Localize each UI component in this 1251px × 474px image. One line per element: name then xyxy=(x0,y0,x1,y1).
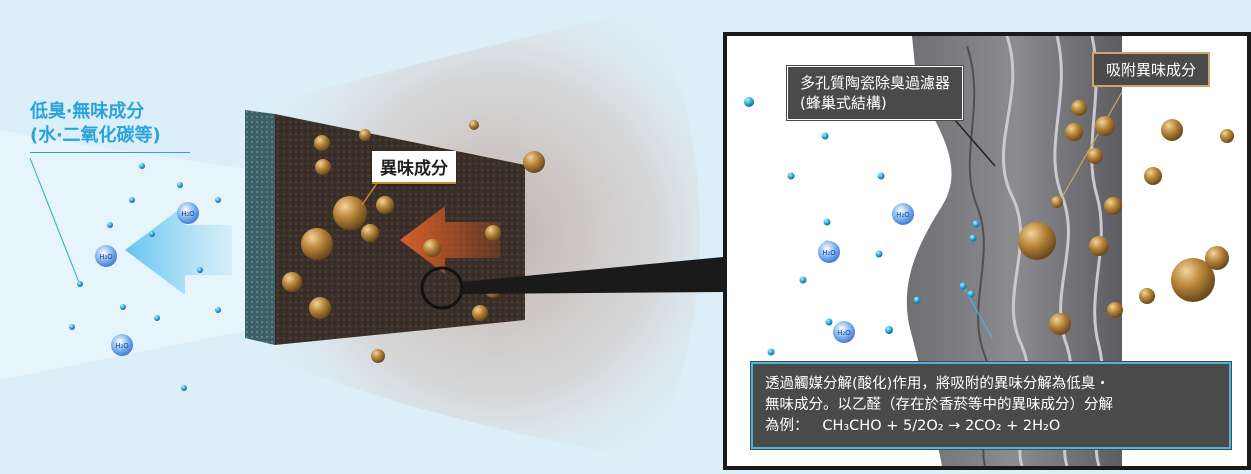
low-odor-title: 低臭‧無味成分 xyxy=(30,101,145,122)
filter-label-box: 多孔質陶瓷除臭過濾器 (蜂巢式結構) xyxy=(787,66,964,120)
filter-label-subtitle: (蜂巢式結構) xyxy=(800,94,887,112)
svg-text:H₂O: H₂O xyxy=(896,211,910,219)
equation-plus: + xyxy=(881,418,903,434)
equation-reactant-2: 5/2O₂ xyxy=(903,418,944,434)
light-beam-left xyxy=(0,130,250,380)
equation-arrow: → xyxy=(943,418,965,434)
odor-component-tag: 異味成分 xyxy=(372,151,456,184)
h2o-molecule: H₂O xyxy=(95,245,117,267)
low-odor-label: 低臭‧無味成分 (水‧二氧化碳等) xyxy=(30,100,190,153)
svg-text:H₂O: H₂O xyxy=(837,329,851,337)
svg-text:H₂O: H₂O xyxy=(181,210,195,218)
description-line-1: 透過觸媒分解(酸化)作用，將吸附的異味分解為低臭・ xyxy=(765,376,1110,392)
clean-particles xyxy=(69,163,221,391)
low-odor-subtitle: (水‧二氧化碳等) xyxy=(30,125,161,146)
equation-product-1: 2CO₂ xyxy=(964,418,1002,434)
description-prefix: 為例： xyxy=(765,418,809,434)
h2o-molecule: H₂O xyxy=(818,241,840,263)
equation-plus: + xyxy=(1001,418,1023,434)
adsorbed-odor-particles xyxy=(1018,100,1234,335)
low-odor-leader xyxy=(29,157,81,286)
svg-text:H₂O: H₂O xyxy=(822,249,836,257)
equation-reactant-1: CH₃CHO xyxy=(822,418,882,434)
clean-particle-leader xyxy=(961,283,993,339)
h2o-molecule: H₂O xyxy=(111,334,133,356)
h2o-molecule: H₂O xyxy=(177,202,199,224)
svg-text:H₂O: H₂O xyxy=(99,253,113,261)
decomposed-particles xyxy=(744,97,980,356)
low-odor-underline xyxy=(30,152,190,153)
porous-ceramic-wall xyxy=(906,36,1122,466)
filter-label-title: 多孔質陶瓷除臭過濾器 xyxy=(800,74,951,92)
filter-closeup-panel: H₂O H₂O H₂O 多孔質陶瓷除臭過濾器 (蜂巢式結構) 吸附異味成分 透過… xyxy=(723,32,1251,470)
svg-text:H₂O: H₂O xyxy=(115,342,129,350)
h2o-molecule: H₂O xyxy=(892,203,914,225)
zoom-connector xyxy=(462,257,723,294)
filter-label-leader xyxy=(954,119,996,167)
filter-side xyxy=(245,110,275,345)
description-line-2: 無味成分。以乙醛（存在於香菸等中的異味成分）分解 xyxy=(765,397,1113,413)
odor-flow-arrow xyxy=(400,206,500,274)
adsorb-label-leader xyxy=(1056,91,1123,207)
description-line-3: 為例： CH₃CHO + 5/2O₂ → 2CO₂ + 2H₂O xyxy=(765,416,1217,437)
adsorbed-odor-label: 吸附異味成分 xyxy=(1092,52,1211,87)
clean-air-arrow xyxy=(125,205,232,295)
decomposition-description: 透過觸媒分解(酸化)作用，將吸附的異味分解為低臭・ 無味成分。以乙醛（存在於香菸… xyxy=(751,362,1231,449)
honeycomb-illustration: H₂O H₂O H₂O xyxy=(744,36,1234,466)
h2o-molecule: H₂O xyxy=(833,321,855,343)
odor-particles xyxy=(282,120,545,363)
equation-product-2: 2H₂O xyxy=(1022,418,1061,434)
